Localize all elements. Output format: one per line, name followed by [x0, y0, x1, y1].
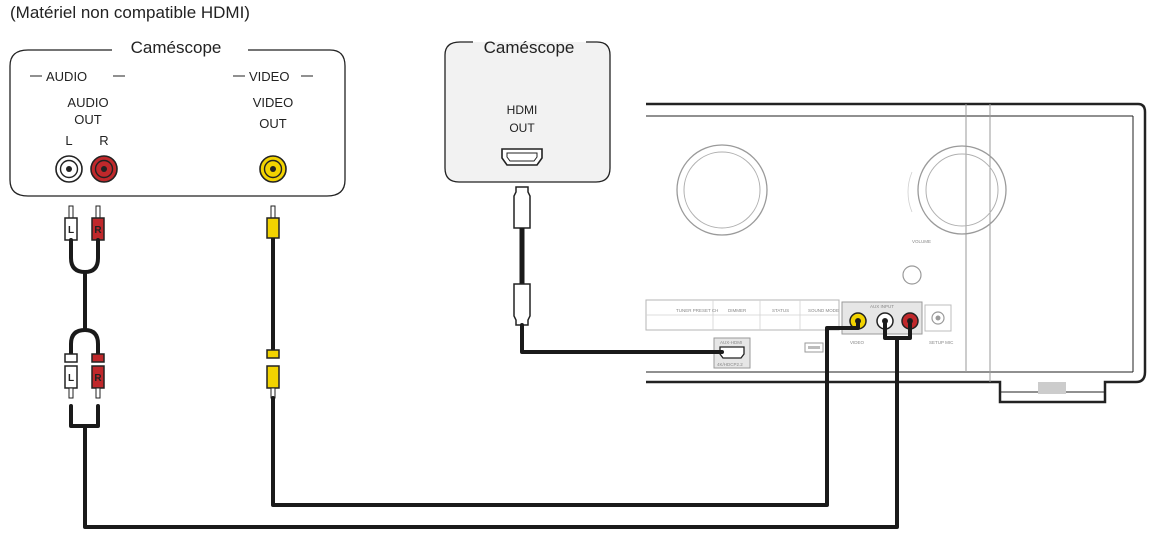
- button-label-sound-mode: SOUND MODE: [808, 308, 839, 313]
- setup-mic-jack: SETUP MIC: [924, 304, 954, 345]
- hdmi-plug-bottom: [513, 283, 531, 326]
- audio-left-label: L: [65, 133, 72, 148]
- video-out-label-2: OUT: [259, 116, 287, 131]
- audio-group-label: AUDIO: [46, 69, 87, 84]
- front-button-strip: TUNER PRESET CH DIMMER STATUS SOUND MODE: [645, 299, 840, 331]
- audio-out-r-jack: [90, 155, 118, 183]
- composite-video-cable: [266, 205, 860, 507]
- left-camcorder-outline: [9, 49, 346, 197]
- volume-label: VOLUME: [912, 239, 931, 244]
- stereo-audio-cable: L R L R: [64, 205, 912, 529]
- hdmi-out-port: [501, 148, 543, 166]
- non-hdmi-note: (Matériel non compatible HDMI): [10, 3, 250, 22]
- plug-mark-r-bottom: R: [94, 373, 102, 384]
- volume-knob: VOLUME: [907, 145, 1007, 244]
- audio-out-label-2: OUT: [74, 112, 102, 127]
- usb-port: [804, 342, 824, 353]
- hdmi-out-label-1: HDMI: [507, 103, 538, 117]
- hdmi-cable: [513, 186, 724, 354]
- video-out-label-1: VIDEO: [253, 95, 293, 110]
- plug-mark-l-top: L: [68, 225, 74, 236]
- aux-hdmi-label: AUX-HDMI: [720, 340, 742, 345]
- audio-right-label: R: [99, 133, 108, 148]
- aux-video-label: VIDEO: [850, 340, 865, 345]
- button-label-tuner: TUNER PRESET CH: [676, 308, 718, 313]
- aux-hdmi-port: AUX-HDMI 4K/HDCP2.2: [713, 337, 751, 369]
- plug-mark-l-bottom: L: [68, 373, 74, 384]
- video-out-jack: [259, 155, 287, 183]
- hdmi-plug-top: [513, 186, 531, 229]
- video-group-label: VIDEO: [249, 69, 289, 84]
- hdmi-camcorder-outline: [444, 41, 611, 183]
- aux-input-label: AUX INPUT: [870, 304, 894, 309]
- receiver-round-button: [902, 265, 922, 285]
- av-receiver: VOLUME TUNER PRESET CH DIMMER STATUS SOU…: [645, 102, 1147, 404]
- left-camcorder: Caméscope AUDIO AUDIO OUT L R VIDEO VIDE…: [9, 38, 346, 197]
- hdmi-out-label-2: OUT: [509, 121, 535, 135]
- input-selector-knob: [676, 144, 768, 236]
- audio-out-label-1: AUDIO: [67, 95, 108, 110]
- setup-mic-label: SETUP MIC: [929, 340, 954, 345]
- plug-mark-r-top: R: [94, 225, 102, 236]
- left-camcorder-title: Caméscope: [131, 38, 222, 57]
- receiver-body: [646, 102, 1147, 404]
- hdmi-camcorder-title: Caméscope: [484, 38, 575, 57]
- button-label-status: STATUS: [772, 308, 789, 313]
- hdmi-camcorder: Caméscope HDMI OUT: [444, 38, 611, 183]
- button-label-dimmer: DIMMER: [728, 308, 747, 313]
- hdcp-label: 4K/HDCP2.2: [717, 362, 743, 367]
- audio-out-l-jack: [55, 155, 83, 183]
